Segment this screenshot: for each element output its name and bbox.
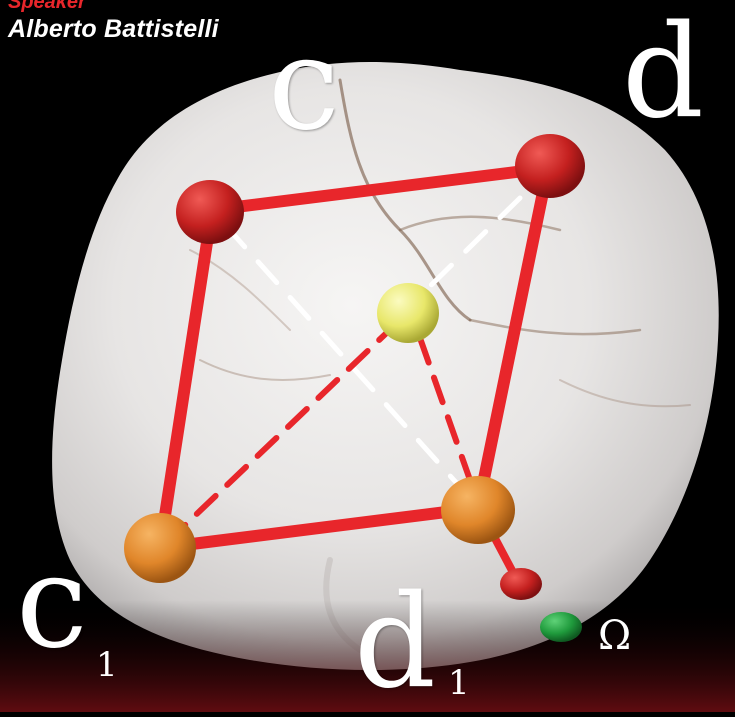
label-d1-subscript: 1 <box>448 666 470 700</box>
point-center <box>377 283 439 343</box>
speaker-role-label: Speaker <box>8 0 86 12</box>
point-c <box>176 180 244 244</box>
point-d1 <box>441 476 515 544</box>
point-omega <box>540 612 582 642</box>
label-omega: Ω <box>598 616 631 656</box>
point-c1 <box>124 513 196 583</box>
point-d <box>515 134 585 198</box>
label-d: d <box>622 18 704 128</box>
label-c1: c <box>16 548 88 658</box>
label-d1: d <box>354 588 436 698</box>
label-c1-subscript: 1 <box>96 648 118 682</box>
label-c: c <box>268 30 340 140</box>
speaker-name: Alberto Battistelli <box>8 14 219 44</box>
point-small-red <box>500 568 542 600</box>
